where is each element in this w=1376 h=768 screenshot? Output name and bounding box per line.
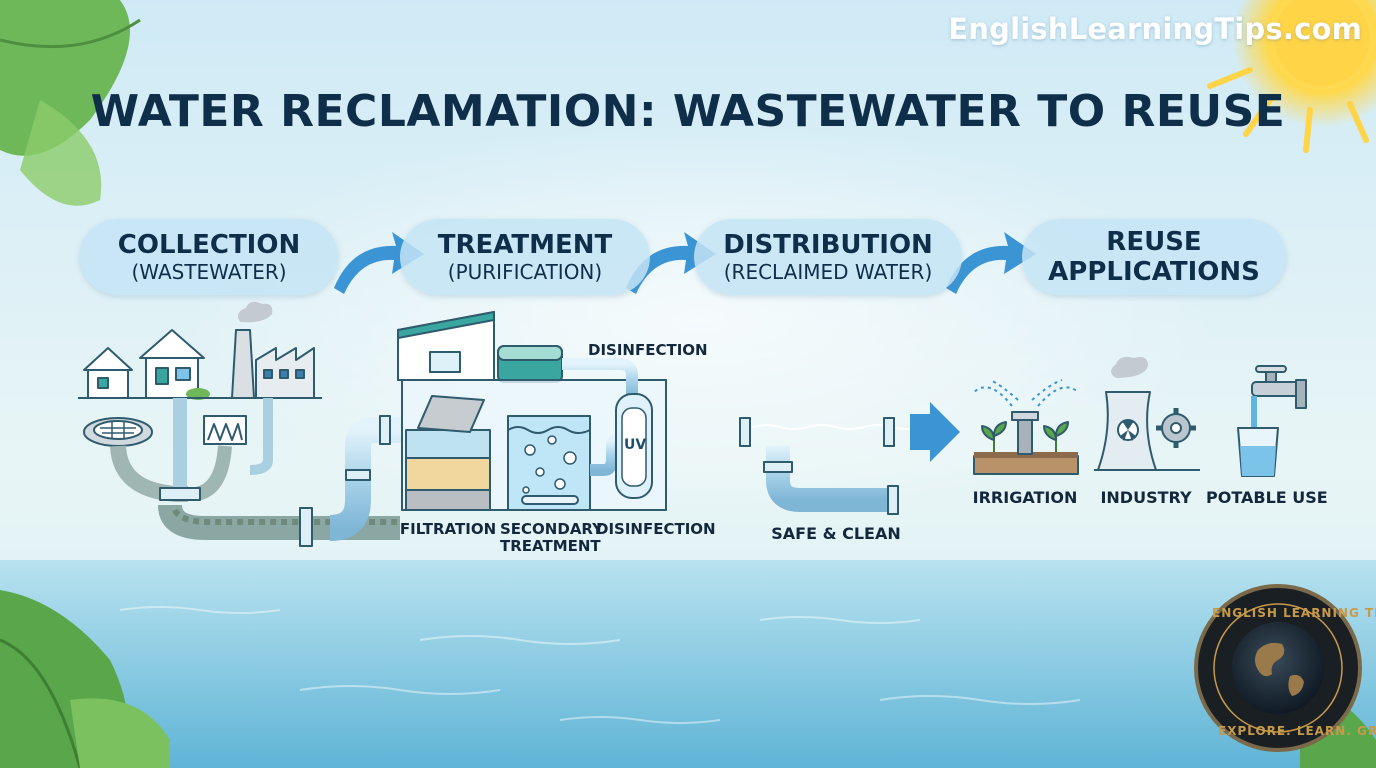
page-title: WATER RECLAMATION: WASTEWATER TO REUSE [90, 86, 1286, 137]
stage-distribution: DISTRIBUTION (RECLAIMED WATER) [694, 219, 962, 295]
reuse-illustrations [973, 356, 1307, 477]
label-disinfection-top: DISINFECTION [588, 341, 708, 359]
brand-seal-badge [1194, 584, 1362, 752]
watermark: EnglishLearningTips.com [948, 12, 1362, 46]
label-uv: UV [624, 437, 647, 453]
label-secondary-treatment: TREATMENT [500, 537, 601, 555]
label-disinfection-bottom: DISINFECTION [596, 520, 716, 538]
badge-top-text: ENGLISH LEARNING TIPS [1212, 606, 1376, 620]
leaf-decoration-bottom-left [0, 590, 170, 768]
leaf-decoration-top-left [0, 0, 141, 206]
stage-reuse: REUSE APPLICATIONS [1022, 219, 1286, 295]
stage-reuse-title: REUSE [1106, 227, 1202, 257]
collection-illustration [78, 301, 408, 547]
label-potable-use: POTABLE USE [1206, 488, 1328, 507]
stage-treatment: TREATMENT (PURIFICATION) [400, 219, 650, 295]
stage-collection-title: COLLECTION [117, 230, 301, 260]
label-safe-clean: SAFE & CLEAN [771, 524, 901, 543]
stage-distribution-subtitle: (RECLAIMED WATER) [723, 260, 933, 284]
badge-bottom-text: EXPLORE. LEARN. GROW. [1218, 724, 1376, 738]
stage-reuse-subtitle: APPLICATIONS [1048, 257, 1260, 287]
stage-distribution-title: DISTRIBUTION [723, 230, 933, 260]
label-filtration: FILTRATION [399, 520, 497, 538]
distribution-pipes-illustration [739, 402, 960, 515]
label-irrigation: IRRIGATION [972, 488, 1078, 507]
stage-treatment-title: TREATMENT [437, 230, 613, 260]
stage-collection: COLLECTION (WASTEWATER) [80, 219, 338, 295]
label-secondary: SECONDARY [500, 520, 604, 538]
stage-collection-subtitle: (WASTEWATER) [131, 260, 287, 284]
treatment-plant-illustration [397, 311, 752, 511]
stage-treatment-subtitle: (PURIFICATION) [447, 260, 603, 284]
label-industry: INDUSTRY [1100, 488, 1192, 507]
